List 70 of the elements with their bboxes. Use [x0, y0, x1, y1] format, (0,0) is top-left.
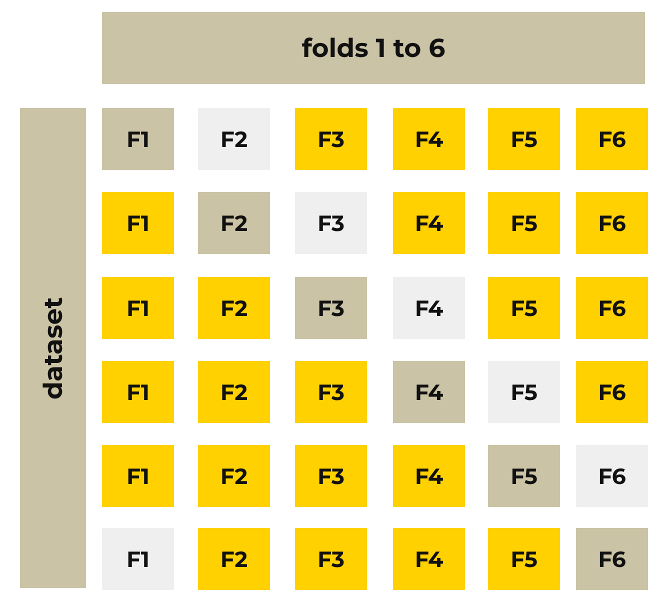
fold-label: F6: [598, 546, 626, 572]
fold-cell: [102, 445, 174, 507]
fold-label: F1: [126, 294, 150, 322]
fold-cell: [295, 445, 367, 507]
fold-label: F4: [414, 462, 444, 490]
fold-label: F5: [510, 378, 538, 406]
fold-cell: [488, 108, 560, 170]
fold-cell: [576, 192, 648, 254]
fold-label: F2: [220, 294, 248, 322]
fold-label: F6: [598, 126, 626, 152]
fold-label: F1: [126, 210, 150, 236]
fold-label: F2: [220, 126, 248, 152]
fold-label: F1: [126, 126, 150, 152]
header-label: folds 1 to 6: [302, 32, 446, 64]
fold-label: F3: [317, 462, 345, 490]
fold-label: F2: [220, 546, 248, 572]
fold-label: F5: [510, 294, 538, 322]
axis-label: dataset: [37, 296, 69, 400]
fold-cell: [393, 445, 465, 507]
fold-label: F1: [126, 378, 150, 406]
fold-label: F6: [598, 210, 626, 236]
fold-label: F1: [126, 546, 150, 572]
fold-label: F6: [598, 294, 626, 322]
fold-label: F5: [510, 210, 538, 236]
fold-label: F4: [414, 546, 444, 572]
fold-cell: [576, 108, 648, 170]
fold-cell: [295, 361, 367, 423]
fold-cell: [393, 528, 465, 590]
fold-cell: [488, 528, 560, 590]
fold-label: F6: [598, 378, 626, 406]
side-band: [20, 108, 86, 588]
fold-cell: [488, 277, 560, 339]
fold-label: F3: [317, 294, 345, 322]
fold-label: F5: [510, 126, 538, 152]
fold-cell: [102, 192, 174, 254]
fold-cell: [198, 192, 270, 254]
fold-cell: [576, 361, 648, 423]
fold-label: F6: [598, 462, 626, 490]
fold-cell: [198, 445, 270, 507]
fold-cell: [198, 361, 270, 423]
fold-label: F4: [414, 294, 444, 322]
fold-cell: [393, 192, 465, 254]
fold-cell: [102, 277, 174, 339]
fold-cell: [393, 361, 465, 423]
header-band: [102, 12, 645, 84]
fold-label: F4: [414, 210, 444, 236]
fold-label: F5: [510, 546, 538, 572]
fold-label: F2: [220, 378, 248, 406]
fold-cell: [198, 277, 270, 339]
fold-cell: [198, 528, 270, 590]
fold-cell: [102, 108, 174, 170]
fold-label: F4: [414, 126, 444, 152]
fold-label: F5: [510, 462, 538, 490]
fold-cell: [576, 277, 648, 339]
fold-label: F2: [220, 210, 248, 236]
fold-cell: [102, 361, 174, 423]
fold-label: F3: [317, 546, 345, 572]
fold-cell: [488, 445, 560, 507]
fold-cell: [488, 192, 560, 254]
fold-label: F4: [414, 378, 444, 406]
fold-label: F3: [317, 126, 345, 152]
fold-cell: [295, 108, 367, 170]
fold-label: F3: [317, 378, 345, 406]
fold-label: F2: [220, 462, 248, 490]
fold-label: F3: [317, 210, 345, 236]
fold-label: F1: [126, 462, 150, 490]
fold-cell: [393, 108, 465, 170]
fold-cell: [295, 277, 367, 339]
fold-cell: [295, 528, 367, 590]
fold-cell: [576, 528, 648, 590]
